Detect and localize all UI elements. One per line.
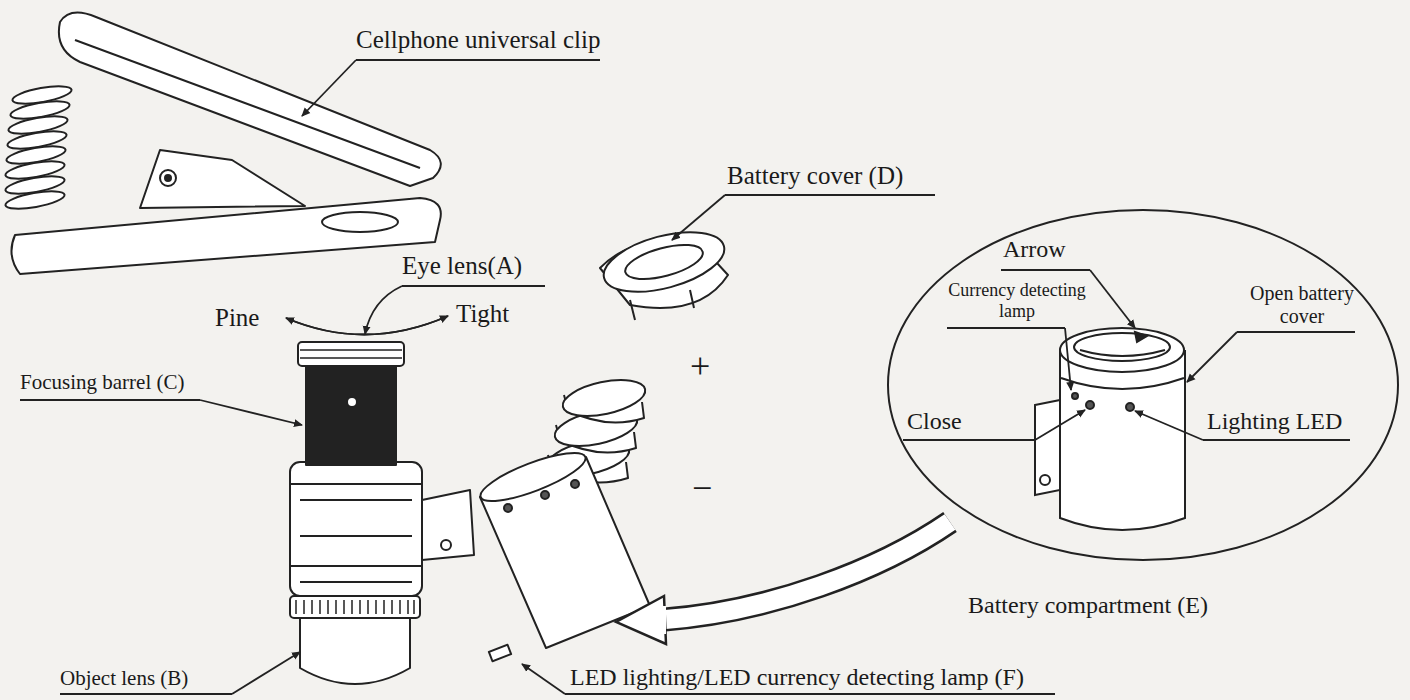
polarity-sign: + bbox=[690, 346, 710, 387]
battery-compartment-detail bbox=[1035, 328, 1185, 530]
pointer-arrow bbox=[616, 522, 950, 644]
battery-cover bbox=[597, 221, 730, 320]
part-label: Open battery cover bbox=[1237, 282, 1367, 328]
polarity-sign: − bbox=[692, 468, 712, 509]
part-label: Eye lens(A) bbox=[402, 252, 522, 281]
battery-compartment bbox=[476, 444, 650, 661]
caption-label: Battery compartment (E) bbox=[968, 592, 1208, 620]
part-label: LED lighting/LED currency detecting lamp… bbox=[570, 664, 1024, 692]
part-label: Currency detecting lamp bbox=[947, 280, 1087, 321]
part-label: Cellphone universal clip bbox=[356, 26, 600, 55]
part-label: Object lens (B) bbox=[60, 666, 188, 690]
part-label: Arrow bbox=[1003, 236, 1066, 264]
leader-lines bbox=[20, 60, 1055, 694]
callout-bubble: ArrowCurrency detecting lamp Open battery… bbox=[885, 200, 1405, 630]
microscope-body bbox=[290, 342, 474, 684]
part-label: Lighting LED bbox=[1207, 408, 1342, 436]
part-label: Battery cover (D) bbox=[727, 162, 903, 191]
direction-label: Tight bbox=[456, 300, 509, 329]
part-label: Close bbox=[907, 408, 962, 436]
direction-label: Pine bbox=[215, 304, 259, 333]
part-label: Focusing barrel (C) bbox=[20, 370, 184, 394]
